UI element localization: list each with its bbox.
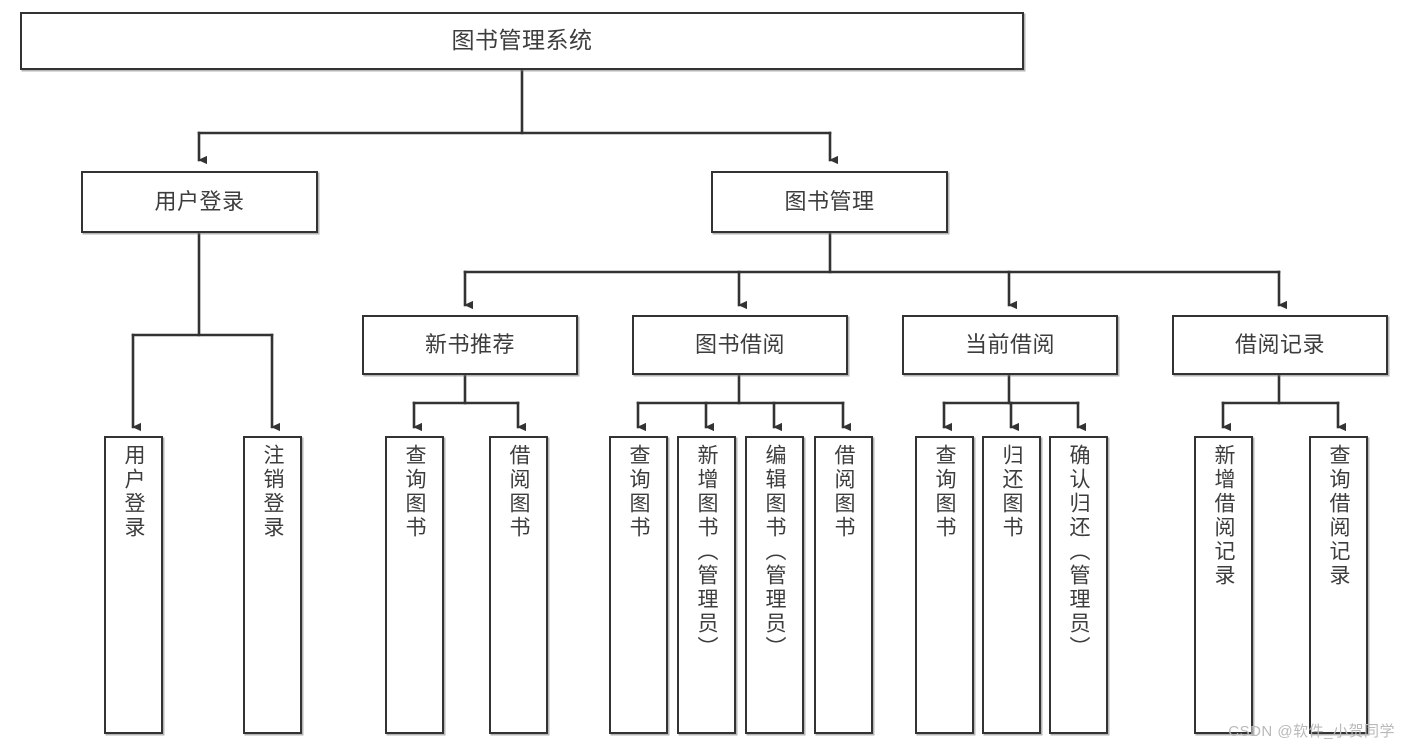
node-label: 归还图书 [1000,444,1023,540]
node-borrow-record[interactable]: 借阅记录 [1172,315,1388,375]
node-label: 当前借阅 [964,332,1055,358]
node-leaf-current-borrow-return[interactable]: 归还图书 [982,436,1041,734]
node-label: 图书借阅 [694,332,785,358]
node-label: 用户登录 [122,444,145,540]
node-leaf-book-borrow-query[interactable]: 查询图书 [609,436,668,734]
node-label: 借阅图书 [832,444,855,540]
node-label: 借阅记录 [1234,332,1325,358]
node-label: 查询图书 [627,444,650,540]
node-current-borrow[interactable]: 当前借阅 [902,315,1118,375]
node-label: 图书管理系统 [451,27,593,54]
node-label: 图书管理 [784,189,875,215]
node-leaf-current-borrow-confirm-return[interactable]: 确认归还（管理员） [1049,436,1108,734]
node-label: 查询借阅记录 [1327,444,1350,588]
node-user-login[interactable]: 用户登录 [81,171,318,233]
node-label: 用户登录 [154,189,245,215]
watermark-text: CSDN @软件_小贺同学 [1228,723,1395,740]
node-leaf-borrow-record-query[interactable]: 查询借阅记录 [1309,436,1368,734]
node-leaf-user-login-signout[interactable]: 注销登录 [243,436,302,734]
node-leaf-user-login-signin[interactable]: 用户登录 [104,436,163,734]
node-label: 新书推荐 [424,332,515,358]
node-label: 编辑图书（管理员） [763,444,786,660]
node-label: 新增图书（管理员） [695,444,718,660]
node-book-management-system[interactable]: 图书管理系统 [20,12,1024,70]
node-label: 注销登录 [261,444,284,540]
node-book-borrow[interactable]: 图书借阅 [632,315,848,375]
node-label: 查询图书 [403,444,426,540]
node-leaf-borrow-record-add[interactable]: 新增借阅记录 [1194,436,1253,734]
node-leaf-new-book-borrow[interactable]: 借阅图书 [489,436,548,734]
node-label: 新增借阅记录 [1212,444,1235,588]
node-book-management[interactable]: 图书管理 [711,171,948,233]
node-leaf-book-borrow-edit[interactable]: 编辑图书（管理员） [745,436,804,734]
node-leaf-current-borrow-query[interactable]: 查询图书 [915,436,974,734]
node-leaf-book-borrow-lend[interactable]: 借阅图书 [814,436,873,734]
node-label: 查询图书 [933,444,956,540]
node-leaf-book-borrow-add[interactable]: 新增图书（管理员） [677,436,736,734]
node-leaf-new-book-query[interactable]: 查询图书 [385,436,444,734]
node-label: 确认归还（管理员） [1067,444,1090,660]
node-label: 借阅图书 [507,444,530,540]
node-new-book-recommend[interactable]: 新书推荐 [362,315,578,375]
